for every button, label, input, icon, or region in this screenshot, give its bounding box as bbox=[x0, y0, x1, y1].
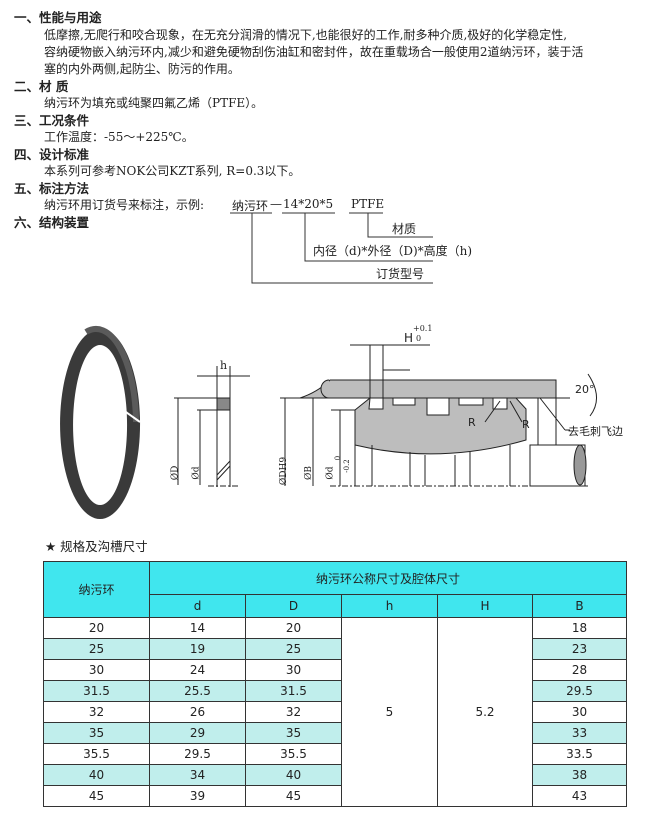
cell-h: 5 bbox=[341, 617, 438, 807]
cell-ring: 45 bbox=[43, 785, 150, 807]
cell-ring: 35.5 bbox=[43, 743, 150, 765]
cell-d: 29.5 bbox=[149, 743, 246, 765]
header-ring: 纳污环 bbox=[43, 561, 150, 618]
cell-D: 30 bbox=[245, 659, 342, 681]
table-title: ★ 规格及沟槽尺寸 bbox=[45, 539, 148, 554]
label-rod-tol-upper: 0 bbox=[334, 455, 343, 461]
cell-ring: 35 bbox=[43, 722, 150, 744]
cell-D: 31.5 bbox=[245, 680, 342, 702]
heading-material: 二、材 质 bbox=[14, 79, 69, 94]
label-outer-diameter: ØD bbox=[170, 465, 181, 481]
example-dims: 14*20*5 bbox=[283, 197, 334, 211]
example-part-name: 纳污环 bbox=[232, 199, 269, 213]
cell-H: 5.2 bbox=[437, 617, 533, 807]
label-dims: 内径（d)*外径（D)*高度（h) bbox=[313, 244, 473, 258]
label-order-number: 订货型号 bbox=[376, 267, 425, 281]
label-rod-diameter: Ød bbox=[325, 466, 336, 480]
cell-d: 29 bbox=[149, 722, 246, 744]
label-radius-2: R bbox=[522, 418, 530, 431]
heading-performance: 一、性能与用途 bbox=[14, 10, 102, 25]
heading-structure: 六、结构装置 bbox=[14, 215, 90, 230]
cell-ring: 40 bbox=[43, 764, 150, 786]
cell-d: 39 bbox=[149, 785, 246, 807]
example-dash: — bbox=[270, 197, 282, 211]
cell-B: 30 bbox=[532, 701, 627, 723]
example-material: PTFE bbox=[351, 197, 385, 211]
cell-D: 20 bbox=[245, 617, 342, 639]
cell-d: 26 bbox=[149, 701, 246, 723]
label-h: h bbox=[220, 359, 228, 372]
label-groove-width: H bbox=[404, 331, 414, 345]
cell-D: 45 bbox=[245, 785, 342, 807]
cell-B: 33 bbox=[532, 722, 627, 744]
cell-d: 19 bbox=[149, 638, 246, 660]
cell-B: 38 bbox=[532, 764, 627, 786]
cell-ring: 25 bbox=[43, 638, 150, 660]
cell-ring: 31.5 bbox=[43, 680, 150, 702]
cell-B: 18 bbox=[532, 617, 627, 639]
cell-D: 25 bbox=[245, 638, 342, 660]
cell-ring: 30 bbox=[43, 659, 150, 681]
label-angle: 20° bbox=[575, 383, 595, 396]
header-B: B bbox=[532, 594, 627, 618]
performance-line-2: 容纳硬物嵌入纳污环内,减少和避免硬物刮伤油缸和密封件，故在重载场合一般使用2道纳… bbox=[44, 45, 584, 59]
label-inner-diameter: Ød bbox=[191, 466, 202, 480]
header-group: 纳污环公称尺寸及腔体尺寸 bbox=[149, 561, 627, 595]
cell-d: 14 bbox=[149, 617, 246, 639]
ring-image bbox=[60, 329, 141, 519]
cell-D: 40 bbox=[245, 764, 342, 786]
cell-B: 33.5 bbox=[532, 743, 627, 765]
cell-ring: 20 bbox=[43, 617, 150, 639]
label-groove-diameter: ØB bbox=[304, 466, 314, 480]
label-bore-diameter: ØDH9 bbox=[279, 456, 290, 486]
standard-line: 本系列可参考NOK公司KZT系列, R=0.3以下。 bbox=[44, 164, 301, 178]
cell-d: 34 bbox=[149, 764, 246, 786]
cell-d: 25.5 bbox=[149, 680, 246, 702]
header-D: D bbox=[245, 594, 342, 618]
label-deburr: 去毛刺飞边 bbox=[568, 425, 623, 438]
label-H-tol-upper: +0.1 bbox=[413, 324, 433, 333]
performance-line-3: 塞的内外两侧,起防尘、防污的作用。 bbox=[44, 62, 240, 76]
performance-line-1: 低摩擦,无爬行和咬合现象，在无充分润滑的情况下,也能很好的工作,耐多种介质,极好… bbox=[44, 28, 568, 42]
ring-section bbox=[174, 366, 250, 487]
cell-B: 28 bbox=[532, 659, 627, 681]
label-material: 材质 bbox=[392, 222, 417, 236]
marking-line: 纳污环用订货号来标注，示例: bbox=[44, 198, 205, 212]
cell-D: 35.5 bbox=[245, 743, 342, 765]
header-d: d bbox=[149, 594, 246, 618]
installation-section bbox=[280, 344, 597, 487]
label-rod-tol-lower: -0.2 bbox=[342, 459, 351, 473]
cell-d: 24 bbox=[149, 659, 246, 681]
cell-D: 35 bbox=[245, 722, 342, 744]
header-H: H bbox=[437, 594, 533, 618]
cell-ring: 32 bbox=[43, 701, 150, 723]
heading-conditions: 三、工况条件 bbox=[14, 113, 90, 128]
cell-B: 29.5 bbox=[532, 680, 627, 702]
header-h: h bbox=[341, 594, 438, 618]
label-H-tol-lower: 0 bbox=[416, 334, 422, 343]
heading-standard: 四、设计标准 bbox=[14, 147, 90, 162]
cell-D: 32 bbox=[245, 701, 342, 723]
cell-B: 43 bbox=[532, 785, 627, 807]
conditions-line: 工作温度：-55～+225℃。 bbox=[44, 130, 194, 144]
heading-marking: 五、标注方法 bbox=[14, 181, 90, 196]
cell-B: 23 bbox=[532, 638, 627, 660]
material-line: 纳污环为填充或纯聚四氟乙烯（PTFE）。 bbox=[44, 96, 264, 110]
example-leader-lines bbox=[230, 212, 433, 284]
label-radius-1: R bbox=[468, 416, 476, 429]
